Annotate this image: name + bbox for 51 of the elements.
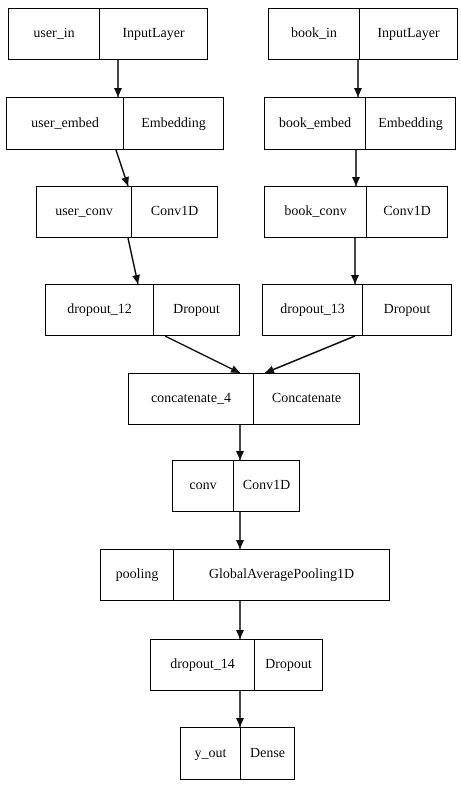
arrow (351, 238, 359, 284)
layer-type: Conv1D (131, 187, 217, 237)
layer-type: Concatenate (253, 374, 359, 424)
layer-type: Embedding (123, 98, 223, 149)
layer-box (268, 8, 458, 60)
layer-name: book_conv (283, 203, 348, 221)
arrow (264, 335, 356, 374)
layer-name: user_embed (30, 114, 100, 132)
layer-box (150, 639, 323, 691)
arrow (236, 512, 244, 549)
layer-box (100, 549, 390, 601)
layer-type: InputLayer (359, 9, 457, 59)
arrow (115, 150, 129, 186)
layer-type: Dropout (362, 285, 451, 335)
layer-box (172, 460, 300, 512)
layer-type: Conv1D (233, 461, 299, 511)
layer-type: InputLayer (99, 9, 207, 59)
layer-name: y_out (194, 744, 228, 762)
layer-box (8, 8, 208, 60)
layer-name: concatenate_4 (150, 390, 232, 408)
arrow (354, 60, 362, 97)
layer-box (264, 97, 456, 150)
arrow (352, 150, 360, 186)
arrow (236, 691, 244, 727)
layer-name: user_in (32, 25, 76, 43)
layer-name: conv (188, 477, 218, 495)
layer-type: Dense (240, 728, 294, 779)
layer-box (6, 97, 224, 150)
layer-type: Conv1D (366, 187, 447, 237)
layer-name: book_in (290, 25, 338, 43)
arrow (127, 238, 140, 284)
layer-name: pooling (114, 566, 160, 584)
layer-box (264, 186, 448, 238)
layer-box (128, 373, 360, 425)
layer-name: dropout_12 (66, 301, 133, 319)
layer-name: dropout_13 (279, 301, 346, 319)
layer-type: Dropout (254, 640, 322, 690)
layer-name: book_embed (278, 114, 352, 132)
layer-type: GlobalAveragePooling1D (173, 550, 389, 600)
arrow (236, 601, 244, 639)
layer-type: Dropout (153, 285, 239, 335)
layer-box (36, 186, 218, 238)
arrow (164, 335, 240, 374)
arrow (236, 425, 244, 460)
arrow (114, 60, 122, 97)
layer-box (262, 284, 452, 336)
layer-name: dropout_14 (169, 656, 236, 674)
layer-box (180, 727, 295, 780)
layer-name: user_conv (54, 203, 114, 221)
layer-box (45, 284, 240, 336)
layer-type: Embedding (365, 98, 455, 149)
